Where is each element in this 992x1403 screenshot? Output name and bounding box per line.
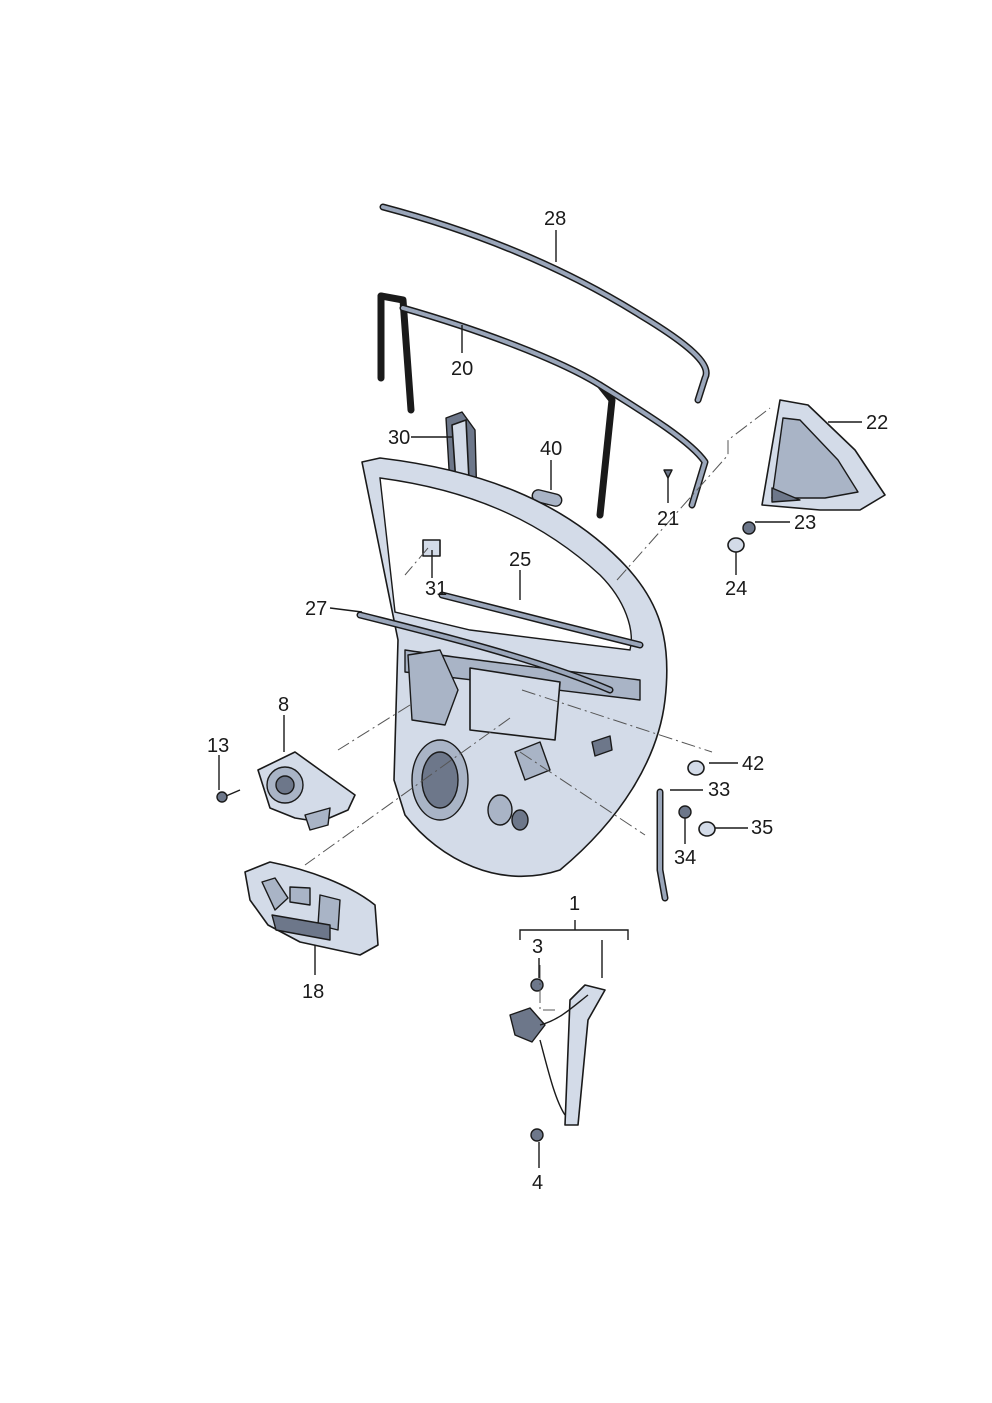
- part-21-clip: [663, 469, 673, 479]
- part-22-quarter-glass: [761, 399, 886, 511]
- part-3-nut: [530, 978, 544, 992]
- part-20-window-guide-frame: [377, 292, 709, 519]
- part-42-cap: [687, 760, 705, 776]
- part-4-nut: [530, 1128, 544, 1142]
- part-25-inner-belt-seal: [438, 591, 644, 649]
- callout-25: 25: [509, 549, 531, 571]
- part-13-screw: [216, 789, 241, 803]
- part-28-window-strip: [379, 203, 710, 404]
- part-27-outer-belt-seal: [356, 611, 614, 694]
- callout-22: 22: [866, 412, 888, 434]
- part-24-cap: [727, 537, 745, 553]
- part-33-door-strip: [656, 788, 669, 902]
- callout-21: 21: [657, 508, 679, 530]
- callout-8: 8: [278, 694, 289, 716]
- part-1-window-regulator: [509, 984, 606, 1126]
- callout-31: 31: [425, 578, 447, 600]
- callout-20: 20: [451, 358, 473, 380]
- callout-34: 34: [674, 847, 696, 869]
- callout-13: 13: [207, 735, 229, 757]
- callout-3: 3: [532, 936, 543, 958]
- callout-28: 28: [544, 208, 566, 230]
- leader-lines: [218, 230, 862, 1168]
- callout-18: 18: [302, 981, 324, 1003]
- door-shell: [361, 457, 668, 878]
- callout-27: 27: [305, 598, 327, 620]
- callout-35: 35: [751, 817, 773, 839]
- callout-1: 1: [569, 893, 580, 915]
- callout-40: 40: [540, 438, 562, 460]
- part-23-screw: [742, 521, 756, 535]
- assembly-lines: [304, 407, 771, 1011]
- part-31-clip: [422, 539, 441, 557]
- callout-4: 4: [532, 1172, 543, 1194]
- callout-42: 42: [742, 753, 764, 775]
- callout-30: 30: [388, 427, 410, 449]
- callout-33: 33: [708, 779, 730, 801]
- callout-23: 23: [794, 512, 816, 534]
- callout-labels: 28 20 30 40 22 21 23 24 25 31 27 8 13 42…: [207, 208, 888, 1194]
- part-18-switch-bezel: [244, 861, 379, 956]
- part-34-screw: [678, 805, 692, 819]
- part-35-cap: [698, 821, 716, 837]
- callout-24: 24: [725, 578, 747, 600]
- part-8-window-motor: [257, 751, 356, 831]
